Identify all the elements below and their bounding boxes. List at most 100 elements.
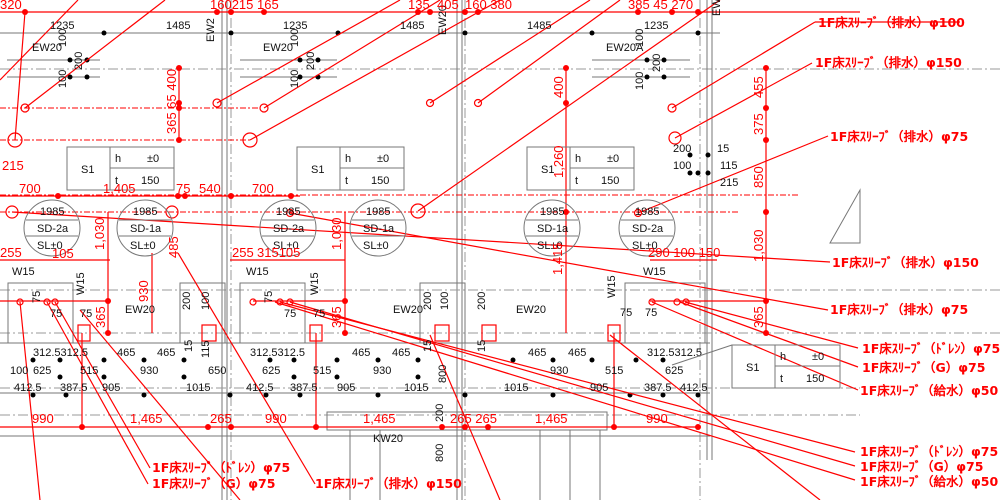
slab-h-value: ±0 — [607, 153, 619, 165]
sd-code: SD-1a — [130, 223, 162, 235]
red-dim: 1,465 — [363, 411, 396, 426]
callout-label: 1F床ｽﾘｰﾌﾞ（給水）φ50 — [860, 474, 998, 489]
sd-width: 1985 — [366, 206, 390, 218]
dim-label: 1485 — [400, 20, 424, 32]
dim-label: 100 — [200, 292, 212, 310]
dim-label: 100 — [439, 292, 451, 310]
dim-label: 930 — [373, 365, 391, 377]
slab-h-label: h — [345, 153, 351, 165]
wall-tag: EW20 — [516, 304, 546, 316]
red-dim: 265 — [210, 411, 232, 426]
dim-label: 1015 — [404, 382, 428, 394]
wall-tag: W15 — [12, 266, 35, 278]
red-dim: 1,415 — [550, 242, 565, 275]
dim-label: 465 — [392, 347, 410, 359]
callout-label: 1F床ｽﾘｰﾌﾞ（排水）φ150 — [815, 55, 962, 70]
red-dim: 1,260 — [551, 145, 566, 178]
red-dim: 700 — [252, 181, 274, 196]
sd-level: SL±0 — [537, 240, 563, 252]
sd-level: SL±0 — [363, 240, 389, 252]
dim-label: 312.5312.5 — [250, 347, 305, 359]
slab-name: S1 — [541, 164, 554, 176]
sd-level: SL±0 — [273, 240, 299, 252]
dim-label: 312.5312.5 — [33, 347, 88, 359]
dim-label: 905 — [337, 382, 355, 394]
red-dim: 365 — [329, 306, 344, 328]
red-dim: 405 — [437, 0, 459, 12]
dim-label: 200 — [434, 404, 446, 422]
red-dim: 105 — [52, 246, 74, 261]
wall-tag: EW2 — [711, 0, 723, 16]
dim-label: 515 — [313, 365, 331, 377]
dim-label: 650 — [208, 365, 226, 377]
dim-label: 1235 — [50, 20, 74, 32]
slab-t-value: 150 — [141, 175, 159, 187]
slab-table: S1 h ±0 t 150 — [526, 146, 635, 191]
dim-label: 1015 — [504, 382, 528, 394]
red-dim: 700 — [19, 181, 41, 196]
sd-code: SD-2a — [37, 223, 69, 235]
top-dimensions: 1235 1485 1235 1485 1485 1235 EW20 EW20 … — [12, 0, 738, 462]
red-dim: 930 — [136, 280, 151, 302]
black-dimension-dots — [30, 30, 711, 398]
sd-tag: 1985 SD-1a SL±0 — [523, 199, 581, 257]
slab-h-label: h — [780, 351, 786, 363]
dim-label: 100 — [673, 160, 691, 172]
dim-label: 625 — [262, 365, 280, 377]
callout-label: 1F床ｽﾘｰﾌﾞ（ﾄﾞﾚﾝ）φ75 — [862, 341, 1000, 356]
dim-label: 1485 — [166, 20, 190, 32]
red-dim: 255 — [0, 245, 22, 260]
dim-label: 75 — [31, 291, 43, 303]
sleeve-callouts: 1F床ｽﾘｰﾌﾞ（排水）φ100 1F床ｽﾘｰﾌﾞ（排水）φ150 1F床ｽﾘｰ… — [152, 15, 1000, 491]
sleeve-circles — [5, 98, 690, 342]
red-dim: 135 — [408, 0, 430, 12]
red-leader-lines — [0, 0, 860, 500]
red-dim: 540 — [199, 181, 221, 196]
callout-label: 1F床ｽﾘｰﾌﾞ（G）φ75 — [860, 459, 983, 474]
dim-label: 200 — [305, 52, 317, 70]
dim-label: 200 — [673, 143, 691, 155]
sd-tag: 1985 SD-2a SL±0 — [23, 199, 81, 257]
red-dim: 485 — [166, 236, 181, 258]
dim-label: 412.5 — [680, 382, 708, 394]
red-dim: 1,030 — [751, 229, 766, 262]
dim-label: 75 — [263, 291, 275, 303]
sd-level: SL±0 — [130, 240, 156, 252]
dim-label: 905 — [590, 382, 608, 394]
dim-label: 75 — [50, 308, 62, 320]
dim-label: 100 — [634, 72, 646, 90]
sd-code: SD-2a — [632, 223, 664, 235]
slab-h-label: h — [575, 153, 581, 165]
dim-label: 100 — [634, 29, 646, 47]
wall-tag: W15 — [75, 272, 87, 295]
slab-t-value: 150 — [371, 175, 389, 187]
red-dim: 290 100 150 — [648, 245, 720, 260]
wall-tag: EW20 — [437, 5, 449, 35]
red-dim: 455 — [751, 76, 766, 98]
callout-label: 1F床ｽﾘｰﾌﾞ（排水）φ75 — [830, 129, 968, 144]
red-dim: 160215 165 — [210, 0, 279, 12]
wall-tag: EW20 — [125, 304, 155, 316]
dim-label: 1235 — [283, 20, 307, 32]
sd-width: 1985 — [276, 206, 300, 218]
callout-label: 1F床ｽﾘｰﾌﾞ（排水）φ100 — [818, 15, 965, 30]
dim-label: 905 — [102, 382, 120, 394]
dim-label: 115 — [720, 160, 738, 172]
dim-label: 15 — [476, 340, 488, 352]
red-dimension-dots — [22, 9, 769, 430]
slab-h-label: h — [115, 153, 121, 165]
wall-tag: EW2 — [205, 18, 217, 42]
slab-t-label: t — [345, 175, 348, 187]
slab-t-label: t — [575, 175, 578, 187]
callout-label: 1F床ｽﾘｰﾌﾞ（排水）φ150 — [315, 476, 462, 491]
dim-label: 75 — [620, 307, 632, 319]
slab-t-label: t — [115, 175, 118, 187]
dim-label: 75 — [645, 307, 657, 319]
dim-label: 215 — [720, 177, 738, 189]
red-dim: 215 — [2, 158, 24, 173]
sd-tag: 1985 SD-1a SL±0 — [116, 199, 174, 257]
dim-label: 312.5312.5 — [647, 347, 702, 359]
dim-label: 200 — [651, 54, 663, 72]
wall-tag: EW20 — [263, 42, 293, 54]
